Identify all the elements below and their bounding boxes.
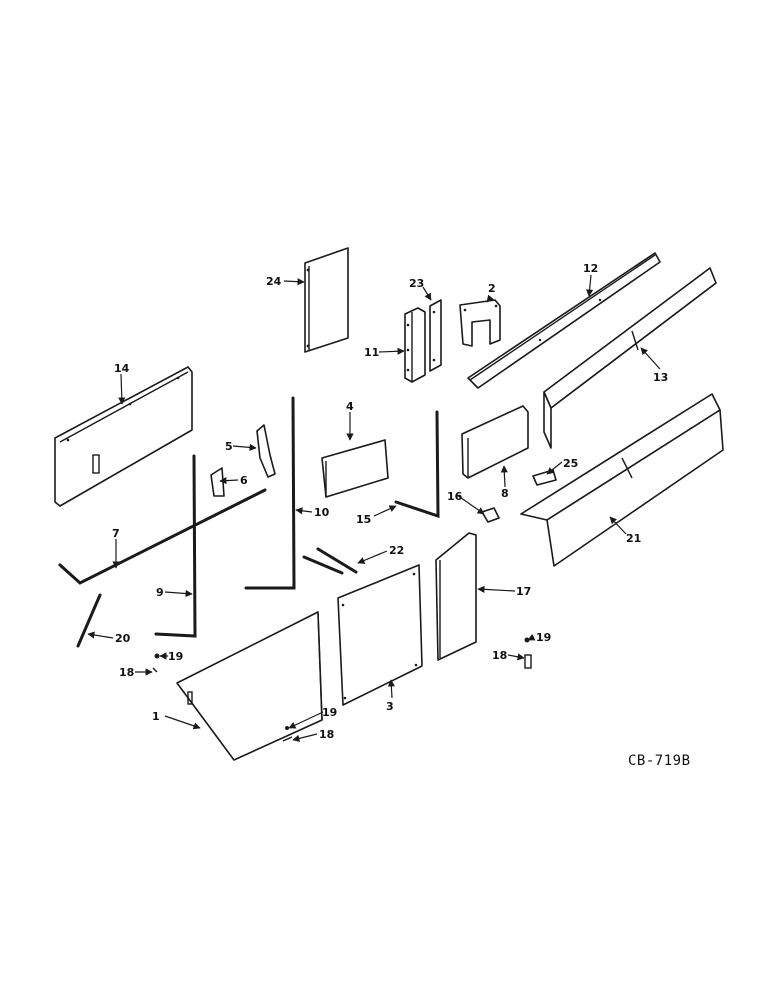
callout-7: 7	[112, 527, 120, 540]
part-24-panel	[304, 247, 349, 353]
part-23-strip	[429, 299, 442, 372]
callout-6: 6	[240, 474, 248, 487]
callout-14: 14	[114, 362, 130, 375]
part-1-panel	[176, 611, 323, 761]
callout-20: 20	[115, 632, 131, 645]
callout-23: 23	[409, 277, 424, 290]
callout-19-left: 19	[168, 650, 183, 663]
callout-11: 11	[364, 346, 379, 359]
callout-21: 21	[626, 532, 641, 545]
part-25-clip	[532, 469, 557, 486]
callout-3: 3	[386, 700, 394, 713]
callout-13: 13	[653, 371, 668, 384]
part-6-bracket	[210, 467, 225, 497]
callout-4: 4	[346, 400, 354, 413]
part-18-19-hardware-left	[152, 653, 160, 673]
part-16-clip	[481, 507, 500, 523]
callout-24: 24	[266, 275, 282, 288]
part-21-channel	[520, 393, 724, 567]
callout-18-left: 18	[119, 666, 134, 679]
part-13-channel	[543, 267, 717, 449]
callout-2: 2	[488, 282, 496, 295]
callout-18-right: 18	[492, 649, 507, 662]
part-9-angle	[154, 454, 197, 638]
part-18-19-hardware-right	[524, 637, 532, 669]
figure-code: CB-719B	[628, 753, 691, 769]
callout-10: 10	[314, 506, 330, 519]
part-15-angle	[394, 410, 440, 519]
part-8-plate	[461, 405, 529, 479]
callout-9: 9	[156, 586, 164, 599]
part-3-panel	[337, 564, 423, 706]
callout-leaders	[87, 274, 661, 742]
part-5-clip	[256, 424, 276, 478]
part-20-strap	[76, 593, 102, 648]
part-11-channel	[404, 307, 426, 383]
part-22-angle	[302, 547, 358, 575]
part-4-plate	[321, 439, 389, 498]
callout-8: 8	[501, 487, 509, 500]
callout-12: 12	[583, 262, 598, 275]
callout-16: 16	[447, 490, 463, 503]
part-2-bracket	[459, 299, 501, 347]
callout-5: 5	[225, 440, 233, 453]
callout-19-right: 19	[536, 631, 551, 644]
part-18-19-hardware-bottom	[282, 726, 293, 742]
callout-25: 25	[563, 457, 578, 470]
callout-18-bottom: 18	[319, 728, 334, 741]
part-7-angle	[58, 488, 267, 585]
callout-19-bottom: 19	[322, 706, 337, 719]
callout-1: 1	[152, 710, 160, 723]
callout-15: 15	[356, 513, 371, 526]
part-17-panel	[435, 532, 477, 661]
callout-17: 17	[516, 585, 531, 598]
callout-22: 22	[389, 544, 404, 557]
part-14-side-panel	[54, 366, 193, 507]
part-10-angle	[244, 396, 296, 590]
